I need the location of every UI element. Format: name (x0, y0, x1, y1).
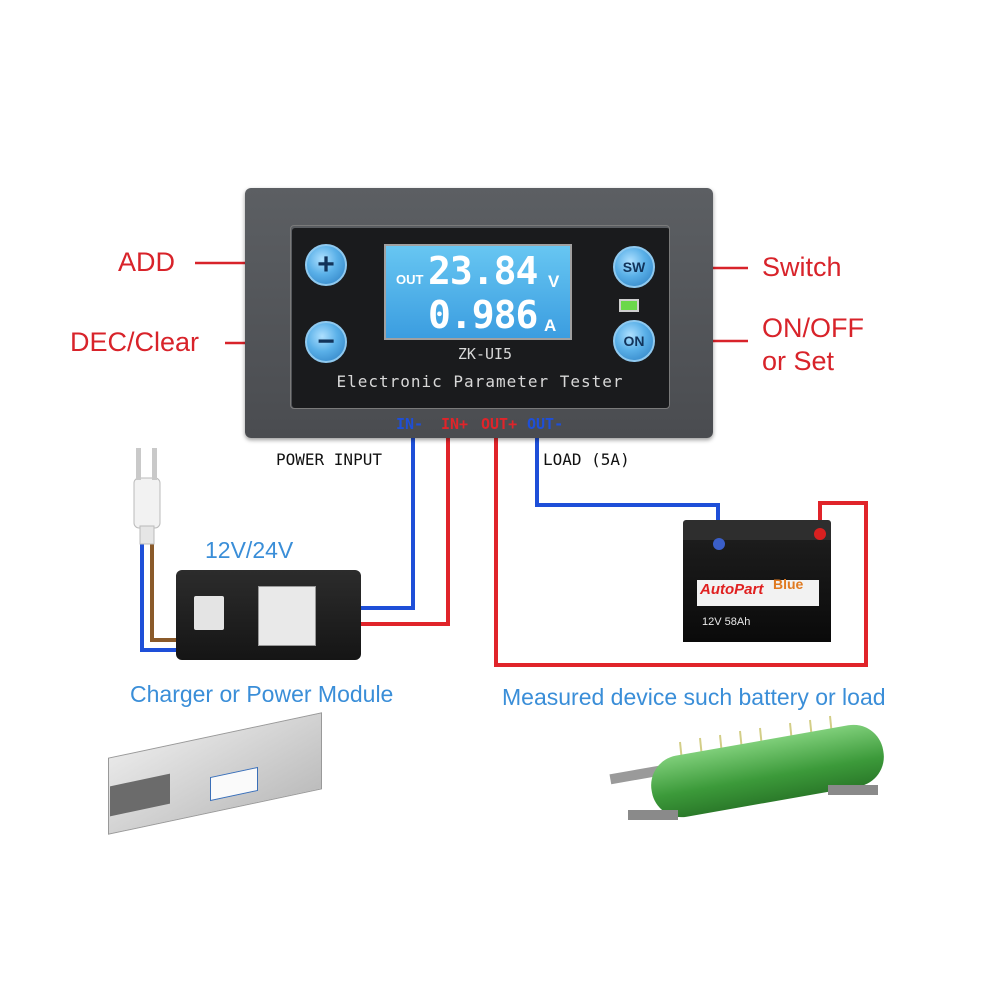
add-button[interactable]: + (305, 244, 347, 286)
lcd-voltage-unit: V (548, 272, 560, 291)
battery-label-strip (697, 580, 819, 606)
plug-prong-right (152, 448, 157, 480)
in-minus-wire (358, 430, 415, 610)
lcd-out-label: OUT (396, 272, 424, 287)
front-panel-border (290, 225, 670, 409)
model-name: ZK-UI5 (457, 345, 513, 363)
dec-button[interactable]: − (305, 321, 347, 363)
terminal-in-minus: IN- (396, 415, 424, 433)
dec-label: DEC/Clear (70, 327, 200, 357)
terminal-out-plus: OUT+ (481, 415, 518, 433)
plug-body (133, 477, 161, 529)
on-button[interactable]: ON (613, 320, 655, 362)
measured-device-label: Measured device such battery or load (502, 684, 886, 710)
voltage-range-label: 12V/24V (205, 537, 294, 563)
lcd-voltage: 23.84 (428, 249, 538, 293)
plug-cable-brown (150, 540, 180, 642)
switch-label: Switch (762, 252, 842, 282)
lcd-display: OUT 23.84 V 0.986 A (384, 244, 572, 340)
terminal-in-plus: IN+ (441, 415, 469, 433)
lcd-current: 0.986 (428, 293, 538, 337)
power-input-label: POWER INPUT (276, 450, 382, 469)
battery-negative-terminal (713, 538, 725, 550)
load-label: LOAD (5A) (543, 450, 630, 469)
or-set-label: or Set (762, 346, 835, 376)
on-off-label: ON/OFF (762, 313, 864, 343)
battery-positive-terminal (814, 528, 826, 540)
plug-prong-left (136, 448, 141, 480)
lcd-current-unit: A (544, 316, 557, 335)
battery-brand: AutoPart (700, 581, 764, 598)
out-plus-wire (494, 430, 868, 667)
in-plus-wire (358, 430, 450, 626)
plug-cable-blue (140, 540, 180, 652)
status-led (619, 299, 639, 312)
charger-socket (194, 596, 224, 630)
add-label: ADD (118, 247, 176, 277)
sw-button[interactable]: SW (613, 246, 655, 288)
resistor-foot-left (628, 810, 678, 820)
device-subtitle: Electronic Parameter Tester (336, 372, 624, 391)
charger-label: Charger or Power Module (130, 681, 394, 707)
terminal-out-minus: OUT- (527, 415, 564, 433)
resistor-foot-right (828, 785, 878, 795)
battery-brand-secondary: Blue (773, 576, 804, 592)
plug-neck (139, 525, 155, 545)
charger-sticker (258, 586, 316, 646)
battery-spec: 12V 58Ah (702, 616, 751, 628)
